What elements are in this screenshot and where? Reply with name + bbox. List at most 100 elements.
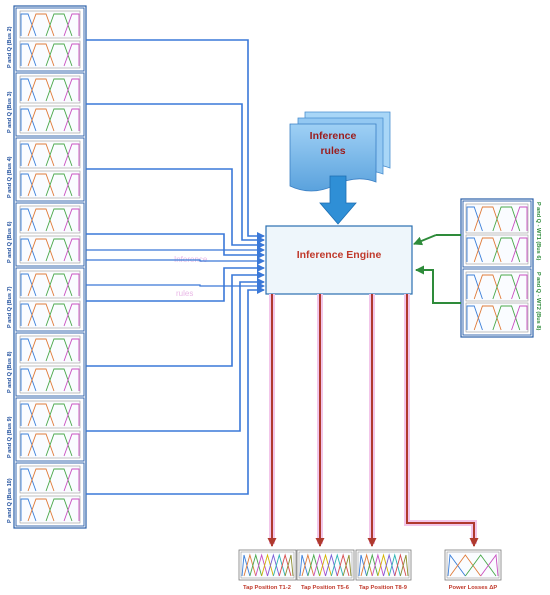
- wind-group-frame-0: [462, 200, 532, 268]
- out-t89-mf-8: [399, 554, 409, 577]
- input-group-frame-4: [15, 267, 85, 332]
- wind-group-1: [462, 268, 532, 336]
- input-label-4: P and Q (Bus 7): [7, 286, 13, 328]
- watermark-line2: rules: [176, 289, 193, 298]
- inference-engine-label: Inference Engine: [297, 249, 382, 261]
- out-t12-mf-4: [261, 553, 274, 577]
- input-arrow-1: [86, 103, 265, 244]
- input-6-p-plot: [19, 400, 81, 429]
- out-t56-mf-8: [342, 554, 352, 577]
- input-cells: P and Q (Bus 2) P and Q (Bus 3) P and Q (B…: [7, 7, 85, 527]
- wind-1-p-mf-3: [511, 274, 528, 300]
- out-t56-mf-1: [301, 553, 315, 577]
- out-losses-mf-2: [464, 554, 497, 577]
- out-t12-mf-0: [241, 554, 251, 577]
- out-t56-mf-7: [336, 553, 350, 577]
- input-group-6: P and Q (Bus 9): [7, 397, 85, 462]
- input-group-frame-7: [15, 462, 85, 527]
- out-t12-mf-5: [267, 553, 280, 577]
- out-t12-mf-7: [278, 553, 292, 577]
- input-group-frame-5: [15, 332, 85, 397]
- input-arrows: [86, 39, 265, 495]
- wind-cells: [462, 200, 532, 336]
- output-label-t89: Tap Position T8-9: [359, 585, 408, 591]
- rules-title-line1: Inference: [310, 130, 357, 142]
- input-label-3: P and Q (Bus 6): [7, 221, 13, 263]
- out-losses-mf-3: [480, 553, 499, 577]
- wind-0-p-mf-3: [511, 206, 528, 232]
- input-4-q-mf-3: [63, 303, 80, 327]
- out-t89-mf-7: [394, 553, 407, 577]
- input-arrow-2: [86, 168, 265, 249]
- input-5-q-plot: [19, 365, 81, 394]
- input-group-frame-6: [15, 397, 85, 462]
- wind-group-frame-1: [462, 268, 532, 336]
- wind-arrows: [413, 234, 461, 304]
- wind-group-0: [462, 200, 532, 268]
- out-t89-mf-5: [383, 553, 396, 577]
- input-label-5: P and Q (Bus 8): [7, 351, 13, 393]
- input-label-7: P and Q (Bus 10): [7, 478, 13, 523]
- out-t56-mf-0: [299, 554, 309, 577]
- input-group-frame-0: [15, 7, 85, 72]
- input-7-q-mf-3: [63, 498, 80, 522]
- output-label-t56: Tap Position T5-6: [301, 585, 350, 591]
- out4-arrow: [406, 294, 479, 547]
- input-group-1: P and Q (Bus 3): [7, 72, 85, 137]
- input-arrow-7: [86, 286, 265, 495]
- out-t56-mf-6: [330, 553, 344, 577]
- input-arrow-extra-1: [86, 257, 265, 265]
- input-7-p-mf-3: [63, 468, 80, 492]
- out-t89-mf-6: [388, 553, 401, 577]
- out-t56-mf-4: [319, 553, 332, 577]
- input-arrow-5: [86, 271, 265, 367]
- input-label-6: P and Q (Bus 9): [7, 416, 13, 458]
- wind-turbine-panel: P and Q - WT1 (Bus 6) P and Q - WT2 (Bus…: [460, 198, 541, 338]
- out-t12-mf-1: [243, 553, 257, 577]
- input-0-q-mf-3: [63, 43, 80, 67]
- out-t89-mf-4: [377, 553, 390, 577]
- inference-rules-block: Inference rules: [289, 111, 391, 192]
- wt1-label: P and Q - WT1 (Bus 6): [535, 202, 541, 260]
- output-curves: [240, 551, 500, 579]
- input-group-0: P and Q (Bus 2): [7, 7, 85, 72]
- input-label-2: P and Q (Bus 4): [7, 156, 13, 198]
- input-3-p-mf-3: [63, 208, 80, 232]
- input-group-3: P and Q (Bus 6): [7, 202, 85, 267]
- out-t12-mf-6: [272, 553, 286, 577]
- input-group-7: P and Q (Bus 10): [7, 462, 85, 527]
- out-t89-mf-2: [366, 553, 379, 577]
- output-arrows: [267, 294, 479, 547]
- wind-1-q-mf-3: [511, 305, 528, 331]
- input-group-5: P and Q (Bus 8): [7, 332, 85, 397]
- out-t89-mf-0: [358, 554, 368, 577]
- input-6-p-mf-3: [63, 403, 80, 427]
- input-group-frame-1: [15, 72, 85, 137]
- wt2-label: P and Q - WT2 (Bus 8): [535, 272, 541, 330]
- input-arrow-6: [86, 278, 265, 432]
- out-t89-mf-3: [371, 553, 384, 577]
- out-t56-mf-2: [307, 553, 321, 577]
- input-1-p-mf-3: [63, 78, 80, 102]
- out-t89-mf-1: [360, 553, 373, 577]
- inference-engine: Inference Engine: [265, 225, 413, 295]
- input-label-0: P and Q (Bus 2): [7, 26, 13, 68]
- input-3-q-mf-3: [63, 238, 80, 262]
- input-5-q-mf-3: [63, 368, 80, 392]
- out-losses-mf-0: [447, 553, 466, 577]
- wt2-arrow: [415, 265, 461, 304]
- output-label-t12: Tap Position T1-2: [243, 585, 291, 591]
- out-t56-mf-5: [325, 553, 338, 577]
- input-membership-panel: P and Q (Bus 2) P and Q (Bus 3) P and Q (B…: [7, 5, 87, 529]
- input-5-p-mf-3: [63, 338, 80, 362]
- output-panels: Tap Position T1-2 Tap Position T5-6 Tap …: [238, 549, 502, 591]
- input-arrow-3: [86, 233, 265, 259]
- out-t56-mf-3: [313, 553, 326, 577]
- output-label-losses: Power Losses ΔP: [449, 585, 498, 591]
- out-t12-mf-8: [284, 554, 294, 577]
- input-0-p-mf-3: [63, 13, 80, 37]
- input-group-frame-3: [15, 202, 85, 267]
- input-arrow-4: [86, 264, 265, 302]
- out-t12-mf-3: [255, 553, 268, 577]
